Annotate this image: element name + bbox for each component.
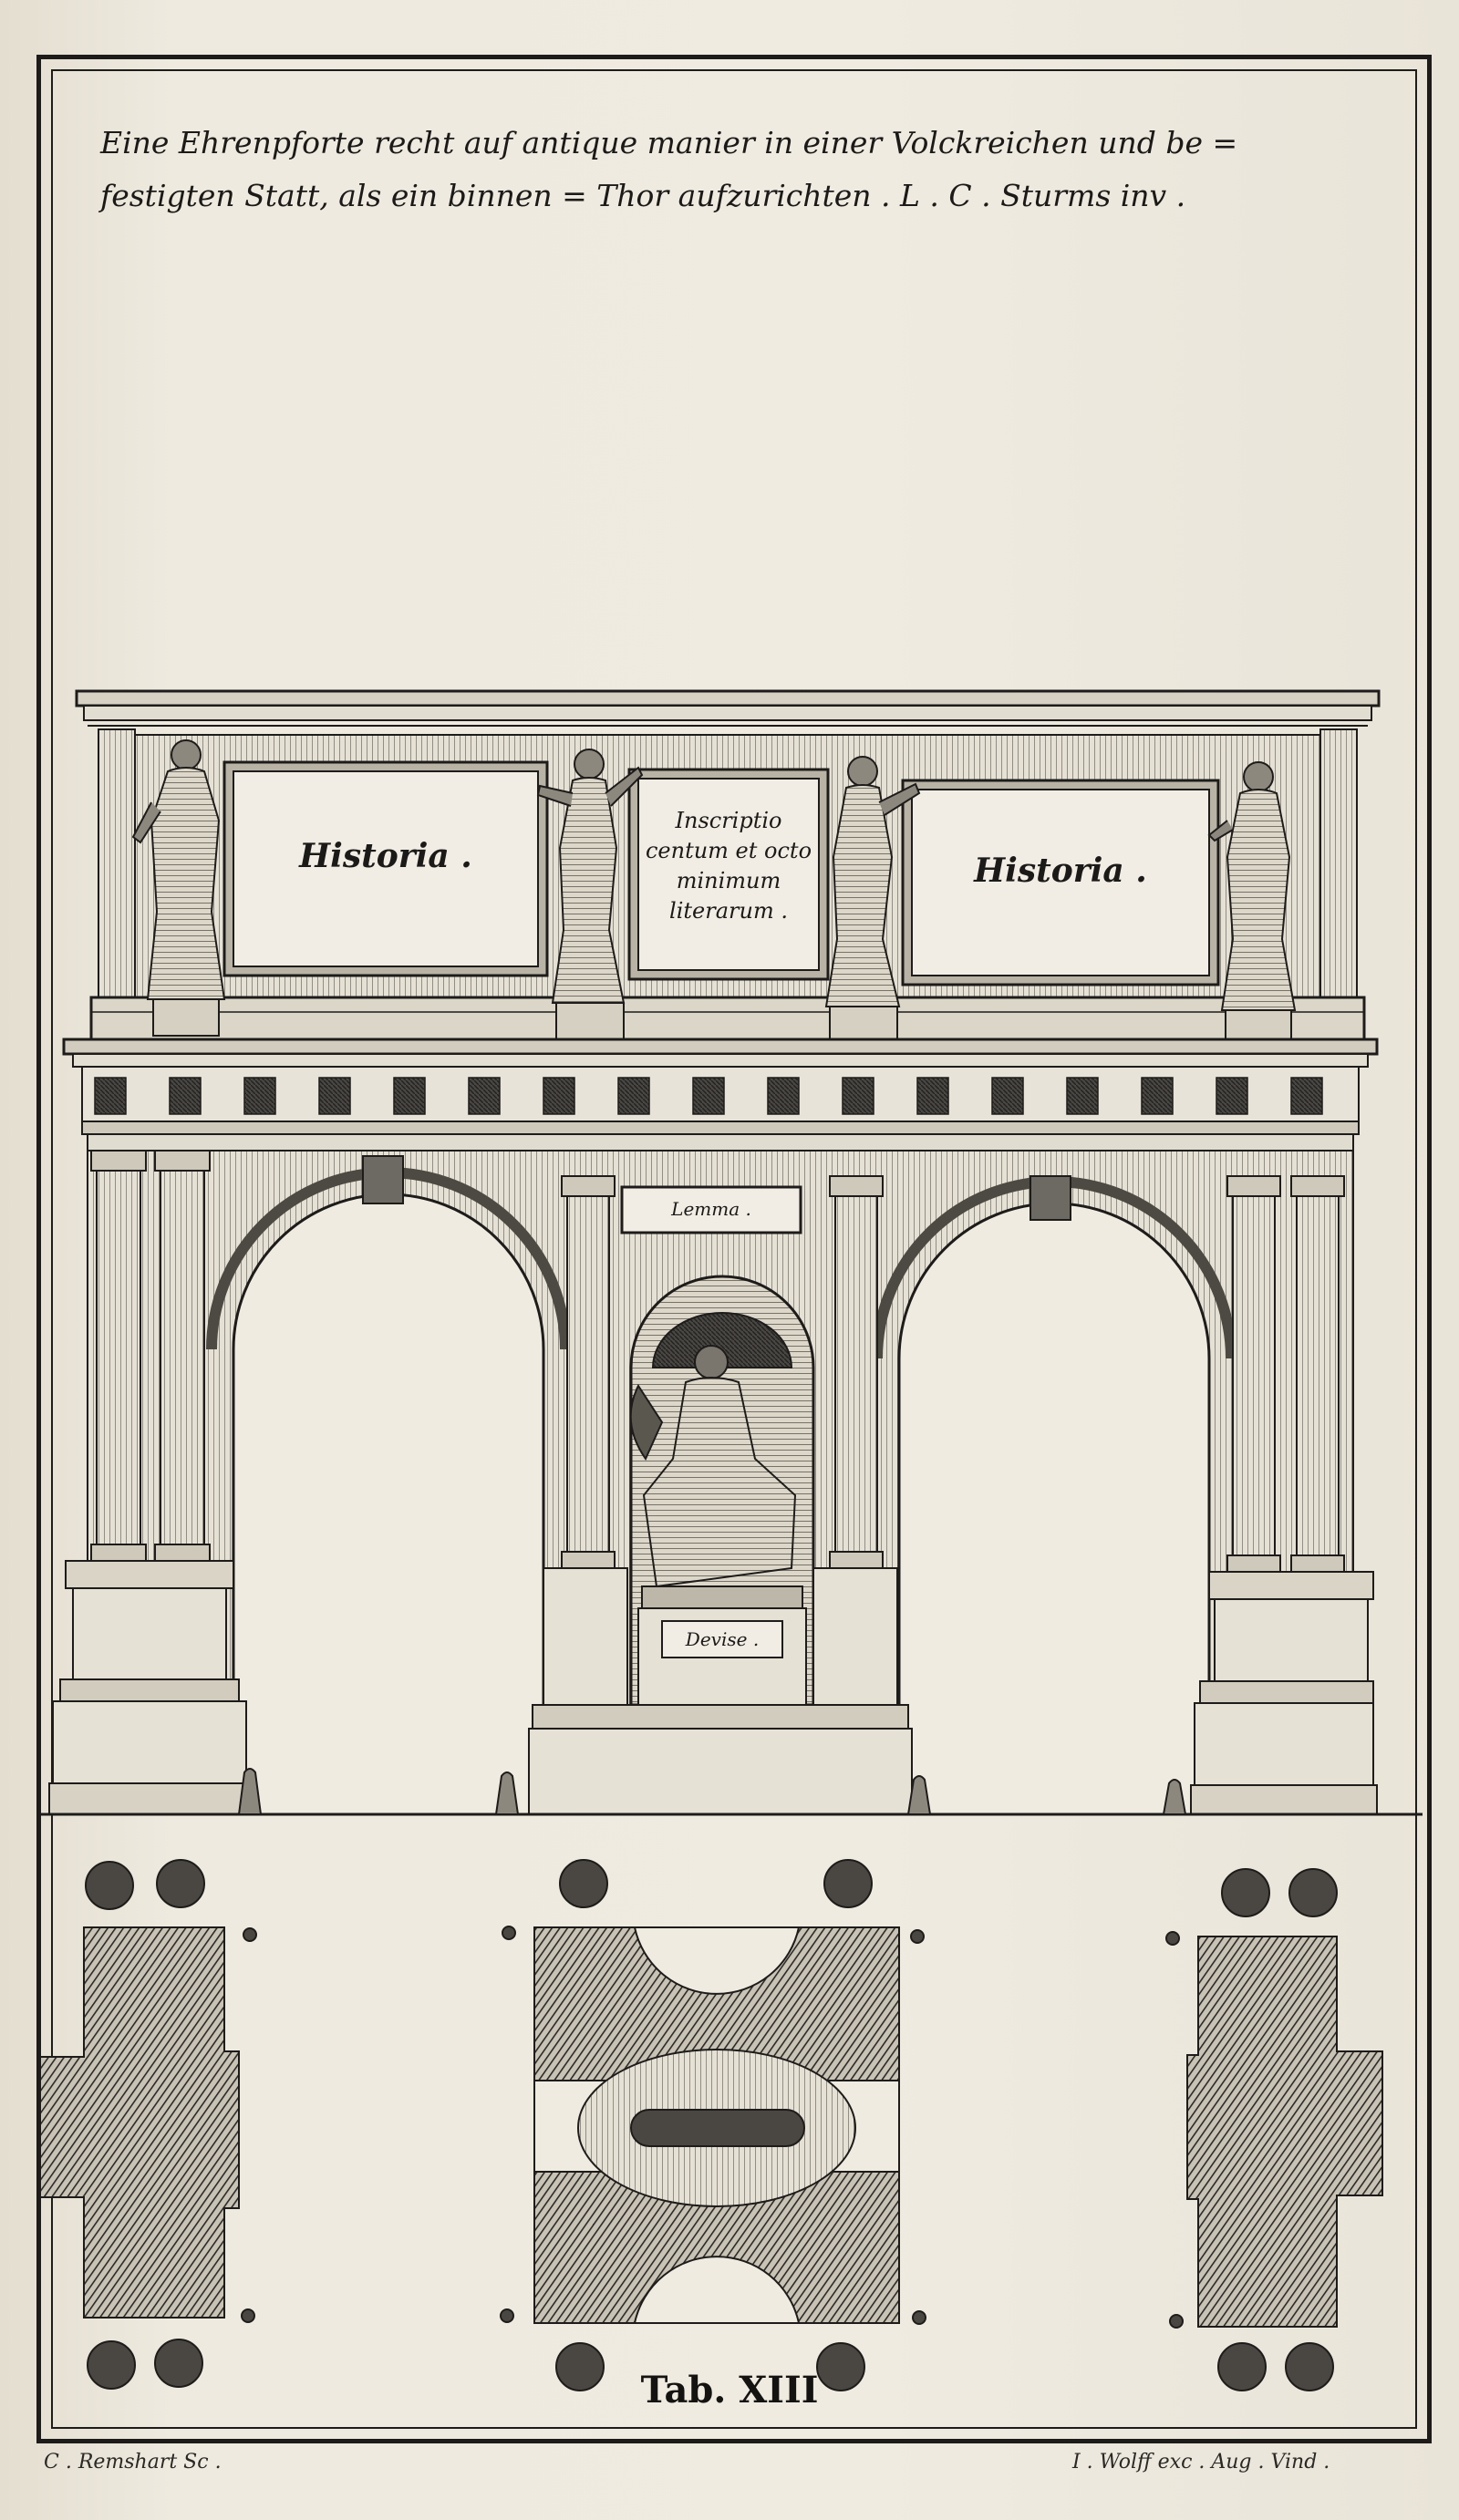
- title-line-1: Eine Ehrenpforte recht auf antique manie…: [100, 125, 1238, 160]
- plate-border-outer: [36, 55, 1432, 2443]
- inscription-panel: Inscriptio centum et octo minimum litera…: [638, 806, 819, 926]
- inscription-line-3: minimum: [676, 868, 781, 893]
- panel-right-label: Historia .: [974, 852, 1147, 890]
- attic-statues: [131, 739, 1297, 1048]
- pedestals: [36, 1560, 1423, 1816]
- seated-statue: [629, 1345, 803, 1609]
- plate-number: Tab. XIII: [640, 2369, 819, 2412]
- devise-label: Devise .: [685, 1628, 760, 1650]
- lemma-label: Lemma .: [671, 1198, 751, 1220]
- attic-panels: [222, 760, 1220, 986]
- plan-right-pier: [1186, 1936, 1383, 2328]
- panel-left-label: Historia .: [299, 837, 472, 875]
- statue-2: [536, 749, 644, 1040]
- inscription-line-4: literarum .: [669, 898, 788, 924]
- statue-1: [131, 739, 226, 1037]
- engraver-credit: C . Remshart Sc .: [44, 2451, 222, 2474]
- left-arch-opening: [232, 1193, 545, 1816]
- statue-3: [824, 756, 921, 1044]
- publisher-credit: I . Wolff exc . Aug . Vind .: [1072, 2451, 1330, 2474]
- title-line-2: festigten Statt, als ein binnen = Thor a…: [100, 178, 1186, 213]
- plate-title: Eine Ehrenpforte recht auf antique manie…: [100, 117, 1377, 222]
- inscription-line-1: Inscriptio: [675, 808, 782, 833]
- ground-plan: [39, 1859, 1383, 2391]
- plate-border-inner: [51, 69, 1417, 2429]
- inscription-line-2: centum et octo: [645, 838, 812, 863]
- columns: [90, 1150, 1345, 1573]
- entablature: [62, 1038, 1379, 1152]
- right-arch-opening: [897, 1202, 1211, 1816]
- plan-left-pier: [39, 1926, 240, 2319]
